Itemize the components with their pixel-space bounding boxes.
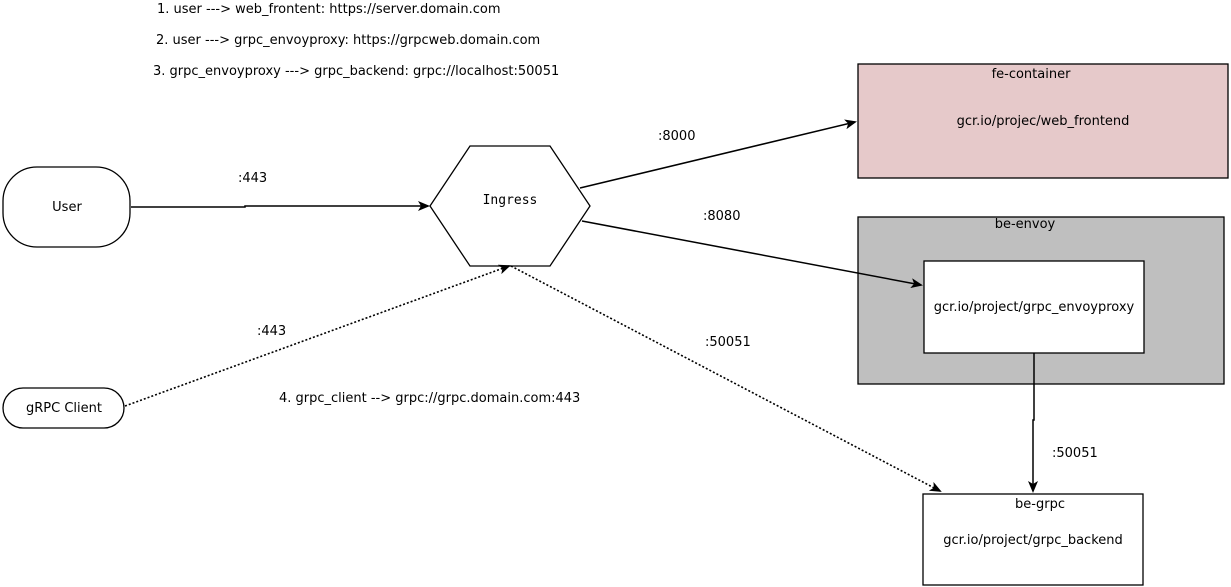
edge-ingress-grpc-label: :50051 [705,335,751,350]
note-2: 2. user ---> grpc_envoyproxy: https://gr… [156,33,540,48]
edge-ingress-envoy-label: :8080 [703,209,740,224]
edge-user-ingress [131,201,430,211]
fe-container-title: fe-container [992,67,1072,82]
be-grpc-box [922,493,1144,586]
grpc-client-node-label: gRPC Client [26,401,102,416]
ingress-node-label: Ingress [483,193,538,208]
envoy-proxy-image: gcr.io/project/grpc_envoyproxy [934,300,1135,315]
user-node [2,166,131,248]
edge-ingress-envoy [581,220,923,289]
ingress-node [429,145,591,267]
edge-ingress-grpc [510,265,942,492]
fe-container-box [857,63,1229,179]
edge-ingress-fe [579,119,857,189]
envoy-proxy-box [923,260,1145,354]
be-grpc-image: gcr.io/project/grpc_backend [943,533,1123,548]
edge-envoy-grpc [1028,353,1038,493]
note-4: 4. grpc_client --> grpc://grpc.domain.co… [279,391,580,406]
note-1: 1. user ---> web_frontent: https://serve… [157,2,501,17]
edge-client-ingress [124,264,511,407]
edge-ingress-fe-label: :8000 [658,129,695,144]
edge-user-ingress-label: :443 [238,171,267,186]
edge-client-ingress-label: :443 [257,324,286,339]
grpc-client-node [2,387,125,429]
note-3: 3. grpc_envoyproxy ---> grpc_backend: gr… [153,64,559,79]
user-node-label: User [52,200,82,215]
be-envoy-title: be-envoy [995,217,1056,232]
fe-container-image: gcr.io/projec/web_frontend [957,114,1130,129]
edge-envoy-grpc-label: :50051 [1052,446,1098,461]
be-grpc-title: be-grpc [1015,497,1065,512]
